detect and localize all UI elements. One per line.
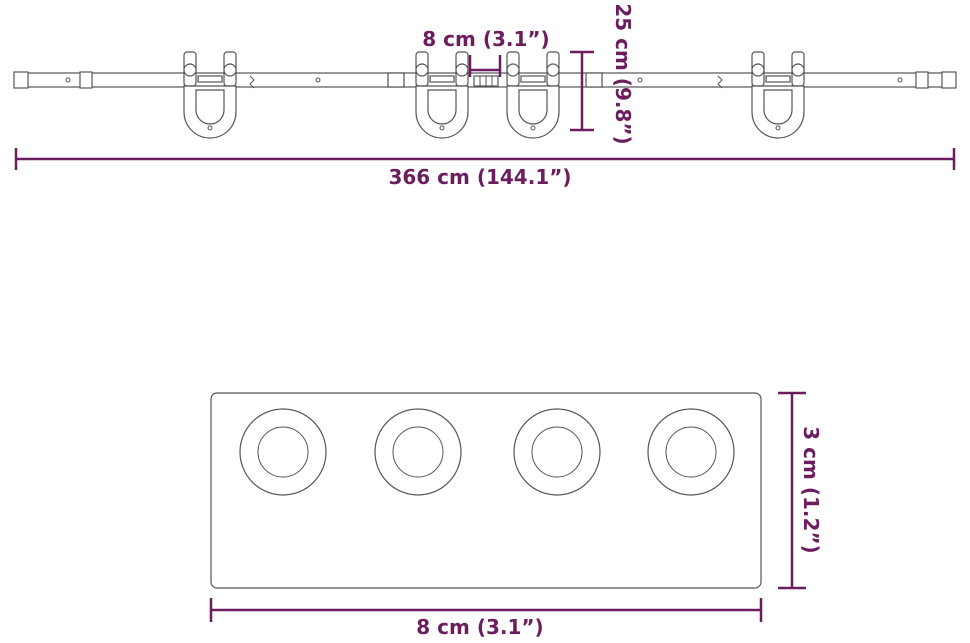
- dimension-plate-width: 8 cm (3.1”): [209, 598, 763, 639]
- plate-hole-2: [374, 408, 462, 496]
- rail-stopper-left: [79, 71, 93, 89]
- mounting-plate: [210, 392, 762, 589]
- hanger-3: [506, 51, 560, 139]
- hanger-4: [751, 51, 805, 139]
- dimension-hanger-height: 25 cm (9.8”): [570, 3, 635, 145]
- spacer-block: [473, 75, 499, 87]
- dimension-total-length: 366 cm (144.1”): [14, 148, 956, 189]
- dimension-plate-height: 3 cm (1.2”): [778, 391, 823, 590]
- plate-width-label: 8 cm (3.1”): [416, 615, 543, 639]
- rail-joint-left: [249, 75, 255, 89]
- hanger-height-label: 25 cm (9.8”): [611, 3, 635, 144]
- plate-hole-4: [647, 408, 735, 496]
- rail-end-stop-left: [13, 71, 29, 89]
- total-length-label: 366 cm (144.1”): [388, 165, 571, 189]
- rail-connector-left: [387, 72, 405, 88]
- hanger-2: [415, 51, 469, 139]
- dimension-hanger-spacing: 8 cm (3.1”): [422, 27, 550, 77]
- rail-joint-right: [717, 75, 723, 89]
- rail-end-stop-right: [941, 71, 957, 89]
- rail-connector-right: [585, 72, 603, 88]
- plate-hole-1: [239, 408, 327, 496]
- hanger-spacing-label: 8 cm (3.1”): [422, 27, 549, 51]
- rail-stopper-right: [915, 71, 929, 89]
- hanger-1: [183, 51, 237, 139]
- plate-height-label: 3 cm (1.2”): [799, 426, 823, 553]
- plate-hole-3: [513, 408, 601, 496]
